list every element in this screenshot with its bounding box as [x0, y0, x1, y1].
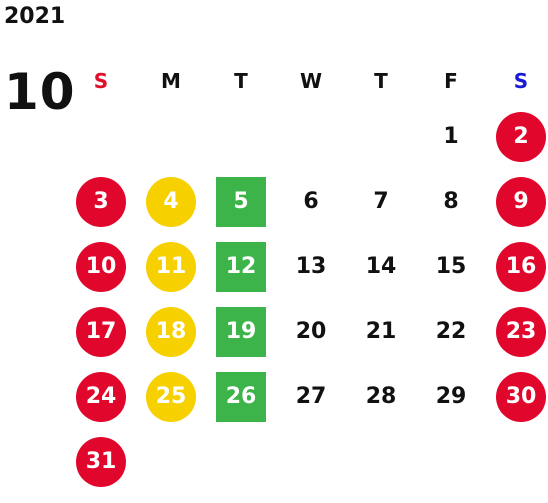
- calendar-cell[interactable]: 27: [276, 364, 346, 429]
- calendar-cell: [276, 429, 346, 494]
- day-19[interactable]: 19: [216, 306, 266, 357]
- day-25[interactable]: 25: [146, 371, 196, 422]
- day-5[interactable]: 5: [216, 176, 266, 227]
- day-4[interactable]: 4: [146, 176, 196, 227]
- calendar-cell[interactable]: 15: [416, 234, 486, 299]
- weekday-header: T: [374, 69, 388, 93]
- calendar-cell[interactable]: 8: [416, 169, 486, 234]
- calendar-cell[interactable]: 13: [276, 234, 346, 299]
- calendar-cell[interactable]: 4: [136, 169, 206, 234]
- day-8[interactable]: 8: [443, 189, 459, 214]
- day-17[interactable]: 17: [76, 306, 126, 357]
- calendar-cell: [136, 429, 206, 494]
- weekday-header: S: [93, 69, 109, 93]
- calendar-cell[interactable]: 19: [206, 299, 276, 364]
- day-30[interactable]: 30: [496, 371, 546, 422]
- day-28[interactable]: 28: [365, 384, 397, 409]
- calendar-cell: [346, 104, 416, 169]
- calendar-cell: [136, 104, 206, 169]
- day-16[interactable]: 16: [496, 241, 546, 292]
- day-23[interactable]: 23: [496, 306, 546, 357]
- day-18[interactable]: 18: [146, 306, 196, 357]
- day-21[interactable]: 21: [365, 319, 397, 344]
- calendar-cell[interactable]: 14: [346, 234, 416, 299]
- calendar-cell: [486, 429, 548, 494]
- calendar-cell[interactable]: 9: [486, 169, 548, 234]
- calendar-cell[interactable]: 17: [66, 299, 136, 364]
- calendar-cell[interactable]: 1: [416, 104, 486, 169]
- calendar-cell[interactable]: 24: [66, 364, 136, 429]
- calendar-cell[interactable]: 2: [486, 104, 548, 169]
- day-13[interactable]: 13: [295, 254, 327, 279]
- calendar-cell[interactable]: 18: [136, 299, 206, 364]
- day-12[interactable]: 12: [216, 241, 266, 292]
- calendar-cell[interactable]: 25: [136, 364, 206, 429]
- day-26[interactable]: 26: [216, 371, 266, 422]
- calendar-cell[interactable]: 31: [66, 429, 136, 494]
- calendar-cell[interactable]: 26: [206, 364, 276, 429]
- day-20[interactable]: 20: [295, 319, 327, 344]
- calendar-cell[interactable]: 28: [346, 364, 416, 429]
- calendar-cell: [276, 104, 346, 169]
- calendar-cell[interactable]: 12: [206, 234, 276, 299]
- weekday-header: F: [444, 69, 458, 93]
- day-10[interactable]: 10: [76, 241, 126, 292]
- day-31[interactable]: 31: [76, 436, 126, 487]
- calendar-cell[interactable]: 11: [136, 234, 206, 299]
- calendar-cell[interactable]: 6: [276, 169, 346, 234]
- calendar-cell: [206, 429, 276, 494]
- day-29[interactable]: 29: [435, 384, 467, 409]
- calendar-cell[interactable]: 20: [276, 299, 346, 364]
- year-label: 2021: [4, 4, 66, 29]
- calendar-cell[interactable]: 3: [66, 169, 136, 234]
- calendar-cell: [206, 104, 276, 169]
- day-27[interactable]: 27: [295, 384, 327, 409]
- calendar-cell: [346, 429, 416, 494]
- day-7[interactable]: 7: [373, 189, 389, 214]
- day-9[interactable]: 9: [496, 176, 546, 227]
- day-6[interactable]: 6: [303, 189, 319, 214]
- weekday-header: S: [513, 69, 529, 93]
- calendar-cell: [66, 104, 136, 169]
- calendar-cell[interactable]: 22: [416, 299, 486, 364]
- month-number: 10: [4, 63, 76, 121]
- day-24[interactable]: 24: [76, 371, 126, 422]
- weekday-header: W: [299, 69, 323, 93]
- calendar-cell: [416, 429, 486, 494]
- calendar-cell[interactable]: 16: [486, 234, 548, 299]
- day-22[interactable]: 22: [435, 319, 467, 344]
- day-1[interactable]: 1: [443, 124, 459, 149]
- calendar-cell[interactable]: 5: [206, 169, 276, 234]
- day-11[interactable]: 11: [146, 241, 196, 292]
- calendar-cell[interactable]: 10: [66, 234, 136, 299]
- day-15[interactable]: 15: [435, 254, 467, 279]
- calendar-cell[interactable]: 21: [346, 299, 416, 364]
- weekday-header: T: [234, 69, 248, 93]
- day-2[interactable]: 2: [496, 111, 546, 162]
- weekday-header: M: [161, 69, 181, 93]
- calendar-cell[interactable]: 30: [486, 364, 548, 429]
- calendar-cell[interactable]: 23: [486, 299, 548, 364]
- calendar-cell[interactable]: 7: [346, 169, 416, 234]
- day-14[interactable]: 14: [365, 254, 397, 279]
- day-3[interactable]: 3: [76, 176, 126, 227]
- calendar-cell[interactable]: 29: [416, 364, 486, 429]
